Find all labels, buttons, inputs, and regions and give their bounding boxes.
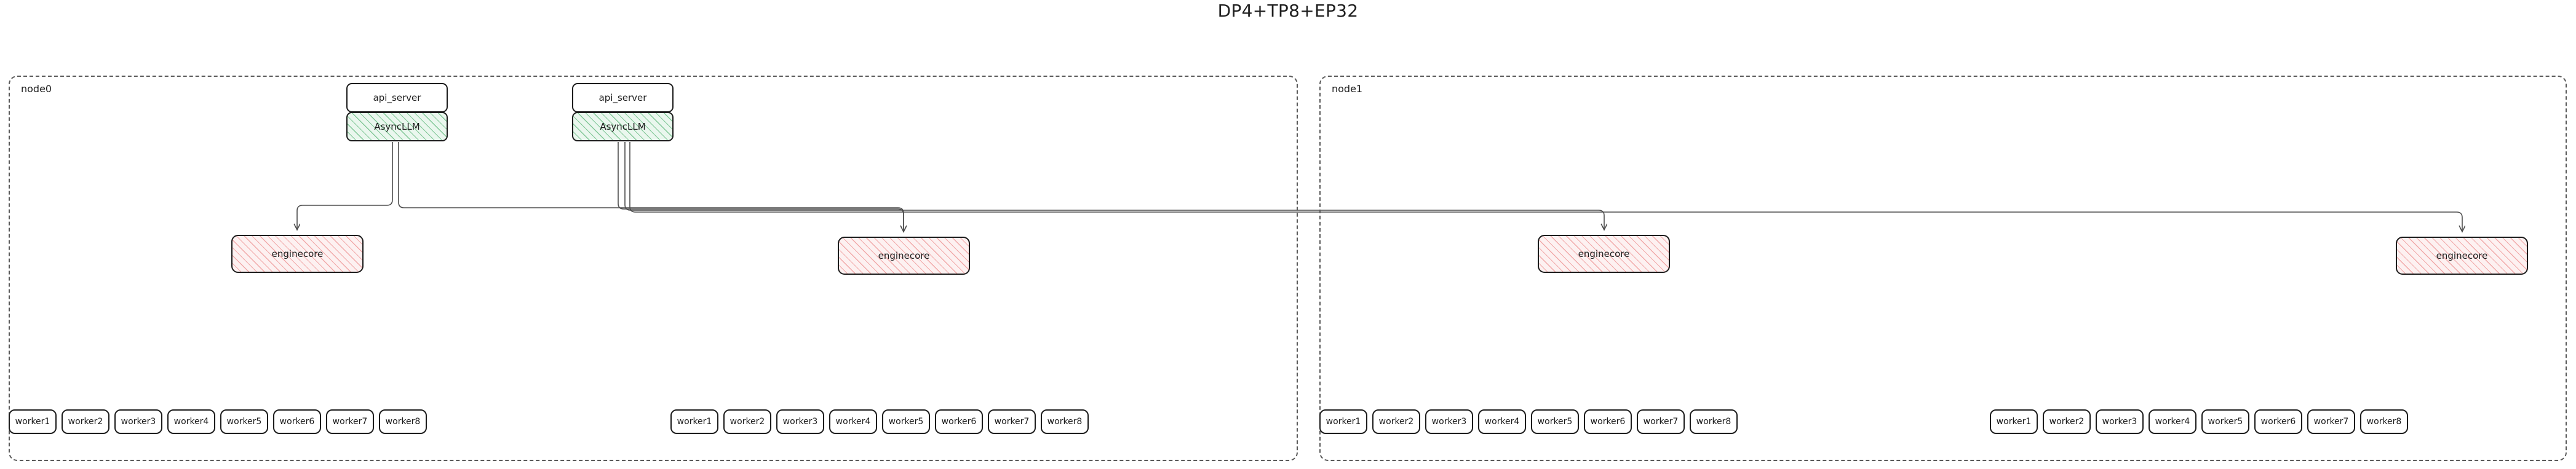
worker-box-node0-g1-worker1-label: worker1 [677, 417, 712, 427]
worker-box-node1-g0-worker8[interactable]: worker8 [1690, 409, 1738, 434]
worker-box-node0-g0-worker7[interactable]: worker7 [326, 409, 374, 434]
node-cluster-node1: node1 [1319, 76, 2567, 461]
worker-box-node1-g1-worker8[interactable]: worker8 [2360, 409, 2408, 434]
api-server-box-node0-0[interactable]: api_server [346, 83, 448, 112]
worker-box-node0-g1-worker5[interactable]: worker5 [882, 409, 930, 434]
worker-box-node1-g0-worker2-label: worker2 [1378, 417, 1414, 427]
worker-box-node1-g0-worker5[interactable]: worker5 [1531, 409, 1579, 434]
worker-box-node0-g1-worker8-label: worker8 [1047, 417, 1083, 427]
worker-box-node0-g0-worker3[interactable]: worker3 [114, 409, 162, 434]
worker-box-node0-g0-worker2-label: worker2 [68, 417, 103, 427]
worker-box-node1-g1-worker3-label: worker3 [2102, 417, 2137, 427]
worker-box-node1-g1-worker7-label: worker7 [2313, 417, 2349, 427]
worker-box-node1-g0-worker1[interactable]: worker1 [1319, 409, 1367, 434]
enginecore-box-node1-1[interactable]: enginecore [2396, 237, 2528, 275]
worker-box-node1-g1-worker5-label: worker5 [2208, 417, 2243, 427]
worker-box-node1-g1-worker3[interactable]: worker3 [2096, 409, 2144, 434]
api-server-box-node0-1[interactable]: api_server [572, 83, 674, 112]
enginecore-box-node1-1-label: enginecore [2436, 250, 2488, 261]
worker-box-node0-g0-worker4[interactable]: worker4 [167, 409, 215, 434]
enginecore-box-node1-0[interactable]: enginecore [1538, 235, 1670, 273]
api-server-box-node0-1-label: api_server [598, 92, 647, 103]
asyncllm-box-node0-0-label: AsyncLLM [374, 121, 420, 132]
worker-box-node1-g1-worker4-label: worker4 [2155, 417, 2190, 427]
worker-box-node1-g1-worker4[interactable]: worker4 [2149, 409, 2196, 434]
worker-box-node0-g1-worker4[interactable]: worker4 [829, 409, 877, 434]
enginecore-box-node0-0-label: enginecore [271, 248, 324, 259]
worker-box-node1-g1-worker1[interactable]: worker1 [1990, 409, 2038, 434]
worker-box-node1-g0-worker1-label: worker1 [1326, 417, 1361, 427]
worker-box-node1-g1-worker2-label: worker2 [2049, 417, 2085, 427]
worker-box-node1-g1-worker5[interactable]: worker5 [2201, 409, 2249, 434]
asyncllm-box-node0-0[interactable]: AsyncLLM [346, 112, 448, 141]
worker-box-node0-g0-worker2[interactable]: worker2 [62, 409, 109, 434]
asyncllm-box-node0-1-label: AsyncLLM [600, 121, 646, 132]
worker-box-node0-g0-worker6-label: worker6 [279, 417, 315, 427]
worker-box-node1-g0-worker7[interactable]: worker7 [1637, 409, 1685, 434]
worker-box-node1-g1-worker1-label: worker1 [1996, 417, 2032, 427]
worker-box-node1-g0-worker5-label: worker5 [1537, 417, 1573, 427]
worker-box-node1-g0-worker4[interactable]: worker4 [1478, 409, 1526, 434]
worker-box-node0-g0-worker4-label: worker4 [173, 417, 209, 427]
worker-box-node1-g1-worker6-label: worker6 [2260, 417, 2296, 427]
enginecore-box-node0-0[interactable]: enginecore [231, 235, 364, 273]
page-title: DP4+TP8+EP32 [1217, 1, 1359, 21]
worker-box-node0-g0-worker5[interactable]: worker5 [220, 409, 268, 434]
worker-box-node0-g1-worker7[interactable]: worker7 [988, 409, 1036, 434]
worker-box-node0-g0-worker3-label: worker3 [121, 417, 156, 427]
asyncllm-box-node0-1[interactable]: AsyncLLM [572, 112, 674, 141]
worker-box-node1-g0-worker2[interactable]: worker2 [1372, 409, 1420, 434]
worker-box-node0-g1-worker2[interactable]: worker2 [723, 409, 771, 434]
worker-box-node0-g0-worker7-label: worker7 [332, 417, 368, 427]
worker-box-node0-g1-worker2-label: worker2 [729, 417, 765, 427]
node-cluster-label-node1: node1 [1332, 83, 1363, 95]
worker-box-node0-g1-worker6[interactable]: worker6 [935, 409, 983, 434]
node-cluster-label-node0: node0 [21, 83, 52, 95]
worker-box-node1-g0-worker3[interactable]: worker3 [1425, 409, 1473, 434]
worker-box-node0-g0-worker5-label: worker5 [226, 417, 262, 427]
worker-box-node1-g1-worker8-label: worker8 [2366, 417, 2402, 427]
worker-box-node0-g0-worker6[interactable]: worker6 [273, 409, 321, 434]
worker-box-node0-g0-worker8-label: worker8 [385, 417, 421, 427]
worker-box-node0-g0-worker1[interactable]: worker1 [9, 409, 57, 434]
worker-box-node0-g0-worker8[interactable]: worker8 [379, 409, 427, 434]
worker-box-node0-g1-worker6-label: worker6 [941, 417, 977, 427]
worker-box-node0-g1-worker3-label: worker3 [782, 417, 818, 427]
enginecore-box-node0-1[interactable]: enginecore [838, 237, 970, 275]
worker-box-node1-g1-worker6[interactable]: worker6 [2254, 409, 2302, 434]
worker-box-node1-g1-worker7[interactable]: worker7 [2307, 409, 2355, 434]
worker-box-node1-g1-worker2[interactable]: worker2 [2043, 409, 2091, 434]
worker-box-node1-g0-worker6[interactable]: worker6 [1584, 409, 1632, 434]
api-server-box-node0-0-label: api_server [373, 92, 421, 103]
enginecore-box-node0-1-label: enginecore [878, 250, 930, 261]
enginecore-box-node1-0-label: enginecore [1578, 248, 1630, 259]
worker-box-node1-g0-worker6-label: worker6 [1590, 417, 1626, 427]
worker-box-node0-g1-worker4-label: worker4 [835, 417, 871, 427]
worker-box-node0-g1-worker1[interactable]: worker1 [670, 409, 718, 434]
worker-box-node0-g1-worker5-label: worker5 [888, 417, 924, 427]
worker-box-node0-g0-worker1-label: worker1 [15, 417, 50, 427]
worker-box-node0-g1-worker3[interactable]: worker3 [776, 409, 824, 434]
worker-box-node1-g0-worker3-label: worker3 [1431, 417, 1467, 427]
worker-box-node0-g1-worker7-label: worker7 [994, 417, 1030, 427]
worker-box-node1-g0-worker8-label: worker8 [1696, 417, 1731, 427]
worker-box-node1-g0-worker4-label: worker4 [1484, 417, 1520, 427]
node-cluster-node0: node0 [9, 76, 1298, 461]
worker-box-node0-g1-worker8[interactable]: worker8 [1041, 409, 1089, 434]
worker-box-node1-g0-worker7-label: worker7 [1643, 417, 1679, 427]
